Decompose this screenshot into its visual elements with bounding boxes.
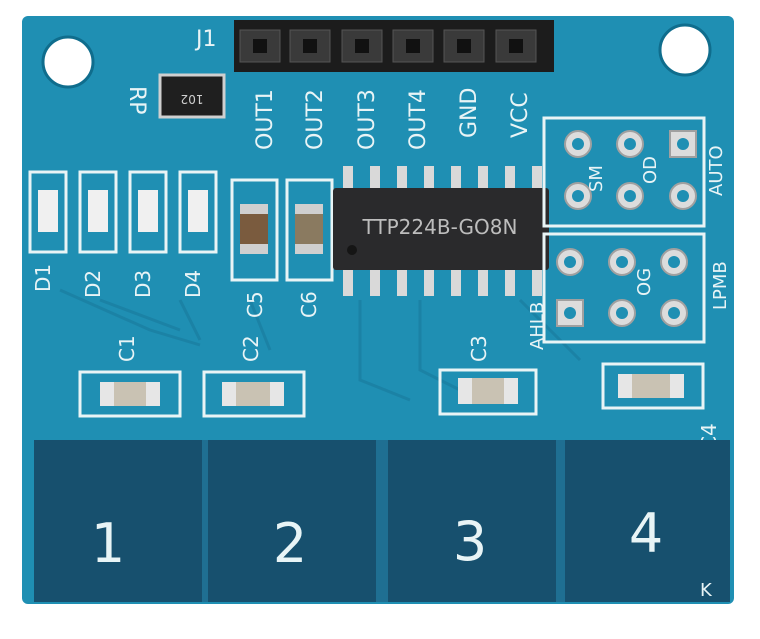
cap-label-c5: C5 (243, 291, 267, 318)
cap-label-c2: C2 (239, 335, 263, 362)
cap-label-c1: C1 (115, 335, 139, 362)
touch-pad-separators (202, 440, 565, 602)
pin-label-gnd: GND (457, 88, 482, 138)
led-label-d2: D2 (81, 270, 105, 298)
header-ref-label: J1 (194, 27, 217, 52)
led-d2 (78, 170, 118, 254)
pin-label-group: OUT1 OUT2 OUT3 OUT4 GND VCC (253, 88, 533, 150)
touch-pad-4 (565, 440, 730, 602)
led-label-d3: D3 (131, 270, 155, 298)
ic-pins-top (343, 166, 542, 190)
ahlb-label: AHLB (527, 302, 548, 350)
pin-label-out4: OUT4 (406, 89, 431, 150)
led-d1 (28, 170, 68, 254)
touch-pad-1 (34, 440, 202, 602)
cap-label-c6: C6 (297, 291, 321, 318)
pin-label-out1: OUT1 (253, 89, 278, 150)
cap-label-c3: C3 (467, 335, 491, 362)
resistor-code: 102 (181, 92, 204, 106)
touch-pad-3 (388, 440, 556, 602)
mounting-hole-right (658, 23, 712, 77)
pad-number-2: 2 (273, 512, 307, 575)
ic-pin1-dot (347, 245, 357, 255)
ic-pins-bottom (343, 268, 542, 296)
resistor-array (158, 73, 226, 119)
pin-label-out2: OUT2 (303, 89, 328, 150)
led-group (28, 170, 218, 254)
jumper-label-auto: AUTO (706, 145, 727, 196)
cap-c4 (601, 362, 705, 410)
jumper-block-bottom (542, 232, 706, 344)
cap-c5 (230, 178, 279, 282)
led-d4 (178, 170, 218, 254)
led-labels: D1 D2 D3 D4 (31, 264, 205, 298)
jumper-label-lpmb: LPMB (710, 261, 731, 310)
pad-number-4: 4 (629, 502, 663, 565)
cap-c1 (78, 370, 182, 418)
pad-number-3: 3 (453, 510, 487, 573)
corner-mark: K (700, 580, 713, 601)
led-label-d1: D1 (31, 264, 55, 292)
ic-chip-label: TTP224B-GO8N (362, 215, 518, 239)
mounting-hole-left (41, 35, 95, 89)
ic-chip (333, 188, 549, 270)
touch-pad-2 (208, 440, 376, 602)
led-label-d4: D4 (181, 270, 205, 298)
cap-c6 (285, 178, 334, 282)
pin-label-vcc: VCC (508, 92, 533, 138)
cap-c3 (438, 368, 538, 416)
jumper-block-top (542, 116, 706, 228)
cap-c2 (202, 370, 306, 418)
jumper-label-sm: SM (586, 165, 607, 192)
small-cap-group (78, 362, 705, 418)
jumper-label-od: OD (640, 156, 661, 184)
led-d3 (128, 170, 168, 254)
jumper-holes-top (572, 138, 689, 202)
pin-label-out3: OUT3 (355, 89, 380, 150)
jumper-holes-bottom (564, 256, 680, 319)
jumper-label-og: OG (634, 268, 655, 296)
header-pin-holes (253, 39, 523, 53)
resistor-ref-label: RP (124, 86, 149, 115)
pad-number-1: 1 (91, 512, 125, 575)
pcb-traces (59, 288, 582, 402)
